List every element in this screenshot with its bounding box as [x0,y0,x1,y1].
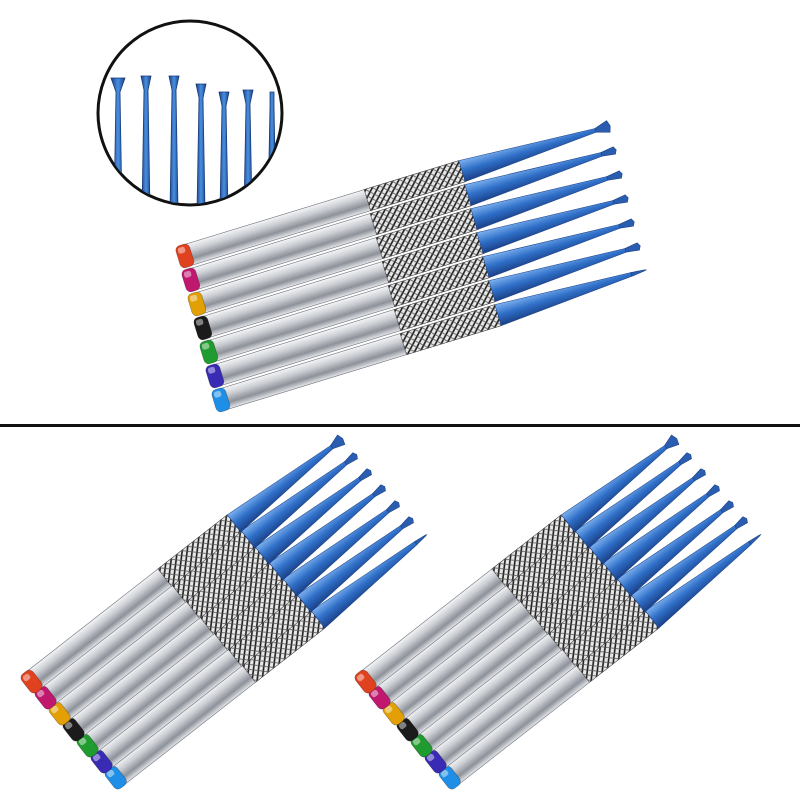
elevator-instrument-2 [368,452,692,710]
tip-flat-wide [664,434,680,449]
cap-highlight [189,294,198,302]
tip-flat-wide [330,434,346,449]
tip-flat-narrow [706,484,720,498]
cap-highlight [412,737,421,746]
closeup-tip-1 [110,77,126,204]
instrument-set-bottom-right [354,434,762,790]
tip-pointed [748,533,762,546]
tip-flat-narrow [612,194,629,205]
color-cap [354,669,377,694]
elevator-instrument-5 [76,500,400,758]
instrument-set-top [175,120,648,413]
tip-flat-narrow [720,500,734,514]
section-divider [0,424,800,427]
cap-highlight [384,705,393,714]
elevator-instrument-6 [205,242,641,389]
elevator-instrument-7 [438,533,762,790]
cap-highlight [183,270,192,278]
closeup-tip-3 [168,75,180,204]
elevator-instrument-5 [410,500,734,758]
tip-flat-narrow [624,242,641,253]
color-cap [187,291,207,317]
tip-flat-curved [692,468,706,482]
closeup-tip-4 [195,83,207,204]
cap-highlight [106,769,115,778]
elevator-instrument-6 [424,516,748,774]
tip-pointed [414,533,428,546]
tip-flat-curved [344,452,358,466]
instrument-set-bottom-left [20,434,428,790]
closeup-tip-6 [242,89,254,204]
tip-flat-curved [678,452,692,466]
cap-highlight [201,342,210,350]
tip-flat-narrow [386,500,400,514]
tip-pointed [630,269,648,277]
elevator-instrument-4 [62,484,386,742]
cap-highlight [177,246,186,254]
tip-flat-narrow [618,218,635,229]
cap-highlight [195,318,204,326]
elevator-instrument-1 [20,434,346,694]
cap-highlight [370,689,379,698]
color-cap [193,315,213,341]
cap-highlight [64,721,73,730]
elevator-instrument-7 [104,533,428,790]
cap-highlight [398,721,407,730]
color-cap [205,363,225,389]
tip-flat-narrow [372,484,386,498]
cap-highlight [50,705,59,714]
cap-highlight [207,366,216,374]
color-cap [211,387,231,413]
cap-highlight [36,689,45,698]
elevator-instrument-6 [90,516,414,774]
elevator-instrument-7 [211,269,648,413]
closeup-tip-5 [218,91,230,204]
elevator-instrument-3 [382,468,706,726]
closeup-tip-2 [140,75,152,204]
color-cap [20,669,43,694]
elevator-instrument-4 [396,484,720,742]
cap-highlight [213,390,222,398]
cap-highlight [92,753,101,762]
tip-flat-narrow [400,516,414,530]
tip-flat-narrow [734,516,748,530]
cap-highlight [22,673,31,682]
tip-closeup-inset [96,19,284,207]
color-cap [181,267,201,293]
color-cap [175,243,195,269]
color-cap [199,339,219,365]
elevator-instrument-3 [187,170,623,317]
elevator-instrument-2 [181,146,617,293]
elevator-instrument-1 [354,434,680,694]
elevator-instrument-3 [48,468,372,726]
cap-highlight [440,769,449,778]
cap-highlight [426,753,435,762]
elevator-instrument-4 [193,194,629,341]
tip-flat-curved [358,468,372,482]
tip-flat-curved [600,146,617,157]
elevator-instrument-5 [199,218,635,365]
tip-flat-wide [594,120,611,133]
cap-highlight [78,737,87,746]
elevator-instrument-2 [34,452,358,710]
elevator-instrument-1 [175,120,611,269]
cap-highlight [356,673,365,682]
tip-flat-curved [606,170,623,181]
